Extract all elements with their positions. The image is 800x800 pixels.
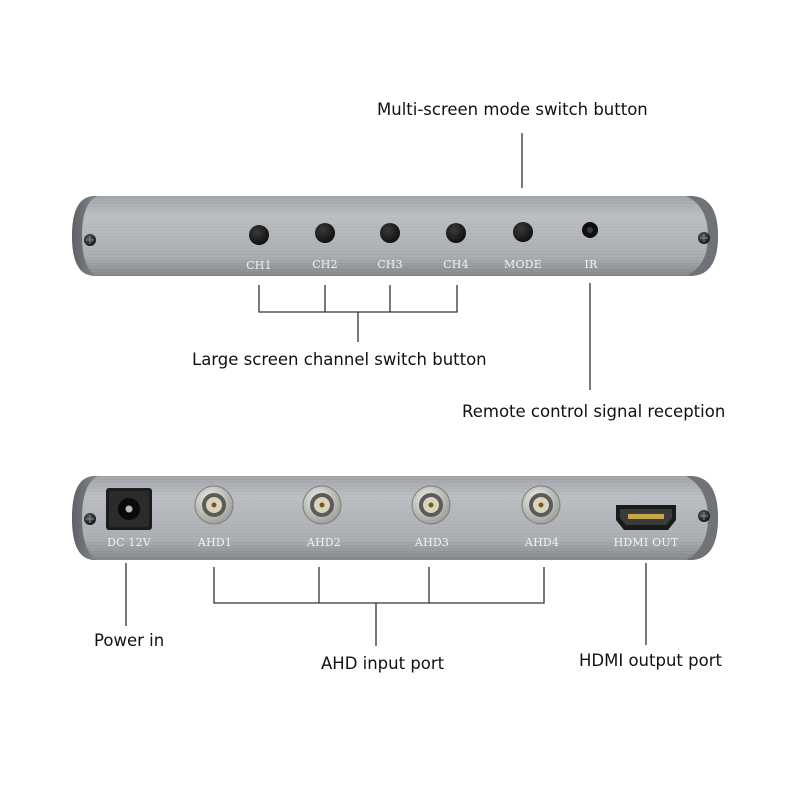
ahd3-label: AHD3: [414, 536, 449, 549]
ch4-button[interactable]: [446, 223, 466, 243]
ch1-button[interactable]: [249, 225, 269, 245]
ch3-button[interactable]: [380, 223, 400, 243]
ahd-bracket-line: [213, 567, 545, 604]
ahd2-bnc-connector[interactable]: [302, 485, 342, 525]
ch1-label: CH1: [246, 259, 272, 272]
ahd-input-callout: AHD input port: [321, 654, 445, 673]
ch2-label: CH2: [312, 258, 338, 271]
dc-12v-label: DC 12V: [107, 536, 152, 549]
channel-bracket-line: [258, 285, 458, 313]
front-screw-right: [698, 232, 710, 244]
hdmi-out-label: HDMI OUT: [614, 536, 679, 549]
mode-button[interactable]: [513, 222, 533, 242]
mode-switch-callout: Multi-screen mode switch button: [377, 100, 648, 119]
channel-switch-callout: Large screen channel switch button: [192, 350, 487, 369]
ahd1-label: AHD1: [197, 536, 232, 549]
ch2-button[interactable]: [315, 223, 335, 243]
hdmi-output-port[interactable]: [616, 505, 676, 530]
rear-screw-right: [698, 510, 710, 522]
ir-label: IR: [584, 258, 598, 271]
rear-panel: DC 12V AHD1 AHD2 AHD3 AHD4 HDMI OUT: [72, 476, 718, 560]
ch3-label: CH3: [377, 258, 403, 271]
ahd2-label: AHD2: [306, 536, 341, 549]
ahd4-label: AHD4: [524, 536, 559, 549]
remote-signal-callout: Remote control signal reception: [462, 402, 726, 421]
mode-label: MODE: [504, 258, 542, 271]
dc-power-jack[interactable]: [106, 488, 152, 530]
rear-screw-left: [84, 513, 96, 525]
power-in-callout: Power in: [94, 631, 165, 650]
rear-panel-left-cap: [72, 476, 98, 560]
rear-panel-right-cap: [686, 476, 718, 560]
front-panel-left-cap: [72, 196, 98, 276]
ir-receiver: [582, 222, 598, 238]
hdmi-output-callout: HDMI output port: [579, 651, 722, 670]
ch4-label: CH4: [443, 258, 469, 271]
front-screw-left: [84, 234, 96, 246]
front-panel: CH1 CH2 CH3 CH4 MODE IR: [72, 196, 718, 276]
ahd3-bnc-connector[interactable]: [411, 485, 451, 525]
rear-leader-lines: [125, 563, 647, 646]
ahd1-bnc-connector[interactable]: [194, 485, 234, 525]
front-panel-right-cap: [686, 196, 718, 276]
front-leader-lines: [258, 133, 591, 390]
ahd4-bnc-connector[interactable]: [521, 485, 561, 525]
